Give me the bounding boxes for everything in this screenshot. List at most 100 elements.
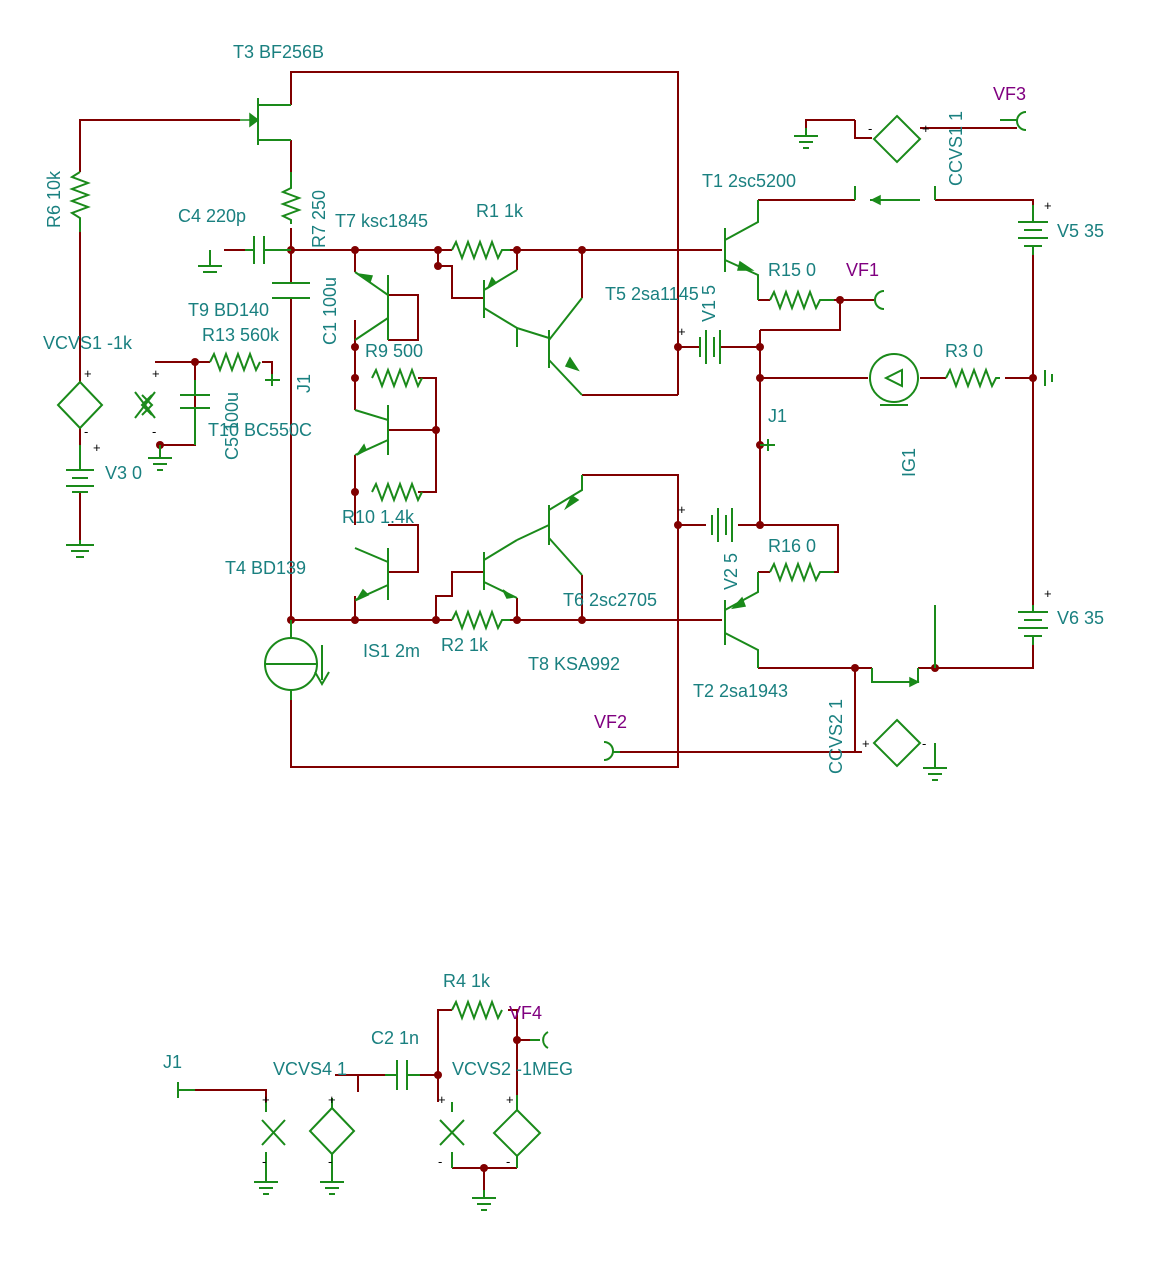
label-t10: T10 BC550C xyxy=(208,420,312,440)
label-vf2: VF2 xyxy=(594,712,627,732)
svg-text:-: - xyxy=(152,424,156,439)
r15-resistor xyxy=(769,289,834,311)
vf2-probe xyxy=(603,741,620,761)
j1-terminal-mid xyxy=(760,439,775,451)
svg-text:+: + xyxy=(678,324,686,339)
v6-battery xyxy=(1018,605,1048,645)
label-r2: R2 1k xyxy=(441,635,489,655)
label-t1: T1 2sc5200 xyxy=(702,171,796,191)
label-c1: C1 100u xyxy=(320,277,340,345)
label-r6: R6 10k xyxy=(44,170,64,228)
label-r9: R9 500 xyxy=(365,341,423,361)
ccvs1-sense xyxy=(854,186,936,206)
j1-terminal-top xyxy=(265,374,280,386)
polarity-signs: + + + + + + - + - + - + - + - + - + - + … xyxy=(84,121,1052,1169)
c4-capacitor xyxy=(198,236,291,273)
v1-battery xyxy=(699,330,721,364)
vf1-probe xyxy=(874,290,885,310)
t2-transistor-symbol xyxy=(724,572,759,668)
svg-text:-: - xyxy=(868,121,872,136)
v3-battery xyxy=(66,445,94,558)
label-r16: R16 0 xyxy=(768,536,816,556)
is1-current-source xyxy=(264,620,330,700)
label-j1-top: J1 xyxy=(294,374,314,393)
t4-transistor-symbol xyxy=(354,547,389,602)
svg-text:-: - xyxy=(922,736,926,751)
svg-text:+: + xyxy=(438,1092,446,1107)
label-v6: V6 35 xyxy=(1057,608,1104,628)
svg-text:-: - xyxy=(328,1154,332,1169)
svg-text:+: + xyxy=(922,121,930,136)
ccvs1-source xyxy=(794,114,922,164)
c2-capacitor xyxy=(385,1060,420,1090)
svg-text:+: + xyxy=(328,1092,336,1107)
junction-dots xyxy=(156,246,1037,1172)
r4-resistor xyxy=(451,999,503,1021)
label-v3: V3 0 xyxy=(105,463,142,483)
r10-resistor xyxy=(371,481,423,503)
c1-capacitor xyxy=(272,282,310,299)
label-r15: R15 0 xyxy=(768,260,816,280)
t10-transistor-symbol xyxy=(354,405,389,456)
r3-resistor xyxy=(945,367,1000,389)
label-t9: T9 BD140 xyxy=(188,300,269,320)
vf3-probe xyxy=(1000,111,1027,131)
label-ccvs1: CCVS1 1 xyxy=(946,111,966,186)
svg-text:+: + xyxy=(84,366,92,381)
r7-resistor xyxy=(280,172,302,224)
svg-text:-: - xyxy=(262,1154,266,1169)
t5-transistor-symbol xyxy=(516,297,583,396)
label-v2: V2 5 xyxy=(721,553,741,590)
label-j1-mid: J1 xyxy=(768,406,787,426)
component-labels: T3 BF256B R6 10k C4 220p R7 250 T7 ksc18… xyxy=(43,42,1104,1079)
vcvs2-source xyxy=(439,1095,542,1211)
r9-resistor xyxy=(371,367,423,389)
svg-text:+: + xyxy=(262,1092,270,1107)
label-t7: T7 ksc1845 xyxy=(335,211,428,231)
t1-transistor-symbol xyxy=(724,200,759,300)
svg-text:+: + xyxy=(93,440,101,455)
label-r4: R4 1k xyxy=(443,971,491,991)
label-t3: T3 BF256B xyxy=(233,42,324,62)
r16-resistor xyxy=(769,561,834,583)
r1-resistor xyxy=(451,239,510,261)
svg-text:-: - xyxy=(438,1154,442,1169)
vcvs4-source xyxy=(254,1098,356,1195)
label-t2: T2 2sa1943 xyxy=(693,681,788,701)
label-vf1: VF1 xyxy=(846,260,879,280)
svg-text:+: + xyxy=(1044,198,1052,213)
t8-transistor-symbol xyxy=(483,539,518,599)
t3-jfet-symbol xyxy=(240,98,291,145)
label-t4: T4 BD139 xyxy=(225,558,306,578)
r3-ground xyxy=(1044,370,1053,386)
label-t8: T8 KSA992 xyxy=(528,654,620,674)
label-vcvs4: VCVS4 1 xyxy=(273,1059,347,1079)
label-vf3: VF3 xyxy=(993,84,1026,104)
label-ccvs2: CCVS2 1 xyxy=(826,699,846,774)
label-is1: IS1 2m xyxy=(363,641,420,661)
v2-battery xyxy=(711,508,733,542)
t7-transistor-symbol xyxy=(483,269,518,329)
label-vf4: VF4 xyxy=(509,1003,542,1023)
r6-resistor xyxy=(69,171,91,232)
svg-text:+: + xyxy=(152,366,160,381)
svg-text:+: + xyxy=(1044,586,1052,601)
r13-resistor xyxy=(209,351,261,373)
label-c5: C5 100u xyxy=(222,392,242,460)
label-r7: R7 250 xyxy=(309,190,329,248)
label-j1-bottom: J1 xyxy=(163,1052,182,1072)
label-r13: R13 560k xyxy=(202,325,280,345)
r2-resistor xyxy=(451,609,510,631)
label-c2: C2 1n xyxy=(371,1028,419,1048)
label-vcvs2: VCVS2 -1MEG xyxy=(452,1059,573,1079)
v5-battery xyxy=(1018,205,1048,255)
label-t6: T6 2sc2705 xyxy=(563,590,657,610)
ccvs2-source xyxy=(872,718,947,781)
svg-text:+: + xyxy=(862,736,870,751)
ccvs2-sense xyxy=(871,605,936,688)
vf4-probe xyxy=(530,1031,549,1049)
svg-text:+: + xyxy=(506,1092,514,1107)
label-r1: R1 1k xyxy=(476,201,524,221)
label-vcvs1: VCVS1 -1k xyxy=(43,333,133,353)
label-v5: V5 35 xyxy=(1057,221,1104,241)
